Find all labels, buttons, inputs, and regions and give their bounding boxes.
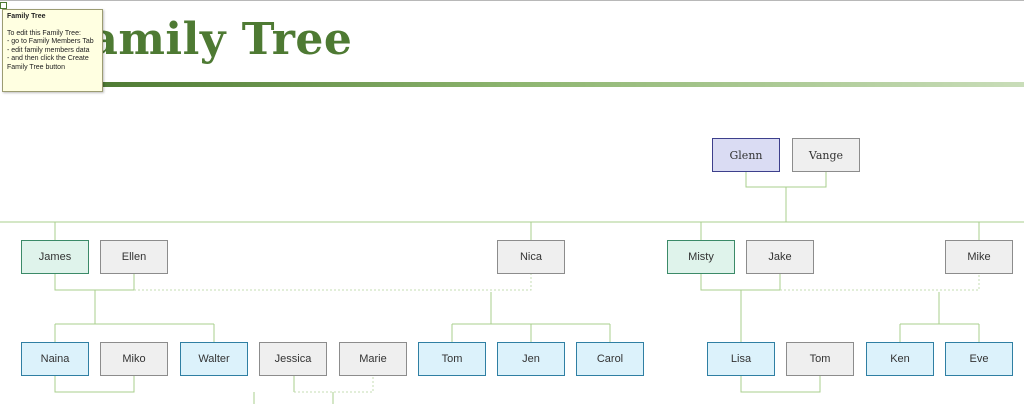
member-box-walter[interactable]: Walter: [180, 342, 248, 376]
member-box-glenn[interactable]: Glenn: [712, 138, 780, 172]
help-comment: Family Tree To edit this Family Tree: - …: [2, 9, 103, 92]
help-comment-line: To edit this Family Tree:: [7, 29, 81, 37]
member-box-vange[interactable]: Vange: [792, 138, 860, 172]
help-comment-line: - and then click the Create: [7, 55, 89, 62]
member-box-tom-spouse[interactable]: Tom: [786, 342, 854, 376]
member-box-james[interactable]: James: [21, 240, 89, 274]
member-box-miko[interactable]: Miko: [100, 342, 168, 376]
member-box-ellen[interactable]: Ellen: [100, 240, 168, 274]
member-box-lisa[interactable]: Lisa: [707, 342, 775, 376]
member-box-mike[interactable]: Mike: [945, 240, 1013, 274]
top-border: [0, 0, 1024, 1]
title-underline: [96, 82, 1024, 87]
member-box-ken[interactable]: Ken: [866, 342, 934, 376]
member-box-naina[interactable]: Naina: [21, 342, 89, 376]
comment-anchor-icon[interactable]: [0, 2, 7, 9]
help-comment-line: - go to Family Members Tab: [7, 38, 94, 45]
member-box-eve[interactable]: Eve: [945, 342, 1013, 376]
member-box-misty[interactable]: Misty: [667, 240, 735, 274]
page-title: Family Tree: [60, 14, 353, 65]
member-box-nica[interactable]: Nica: [497, 240, 565, 274]
member-box-jake[interactable]: Jake: [746, 240, 814, 274]
member-box-jen[interactable]: Jen: [497, 342, 565, 376]
member-box-tom[interactable]: Tom: [418, 342, 486, 376]
member-box-marie[interactable]: Marie: [339, 342, 407, 376]
help-comment-line: Family Tree button: [7, 63, 65, 71]
member-box-carol[interactable]: Carol: [576, 342, 644, 376]
help-comment-title: Family Tree: [7, 13, 46, 20]
member-box-jessica[interactable]: Jessica: [259, 342, 327, 376]
help-comment-line: - edit family members data: [7, 46, 90, 54]
